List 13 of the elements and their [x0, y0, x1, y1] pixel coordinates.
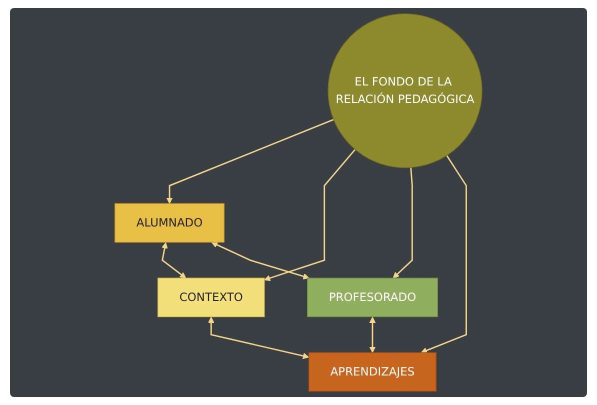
node-circle: EL FONDO DE LA RELACIÓN PEDAGÓGICA: [328, 13, 482, 168]
node-box: PROFESORADO: [307, 278, 438, 318]
arrow: [392, 167, 413, 278]
node-box: CONTEXTO: [158, 278, 265, 318]
arrow: [369, 316, 376, 353]
arrow: [420, 155, 467, 354]
arrow: [211, 242, 310, 280]
node-box: ALUMNADO: [114, 203, 224, 243]
arrow: [166, 118, 334, 204]
arrow: [264, 148, 356, 282]
node-box: APRENDIZAJES: [308, 352, 437, 392]
arrow: [208, 316, 310, 360]
arrow: [162, 242, 186, 278]
